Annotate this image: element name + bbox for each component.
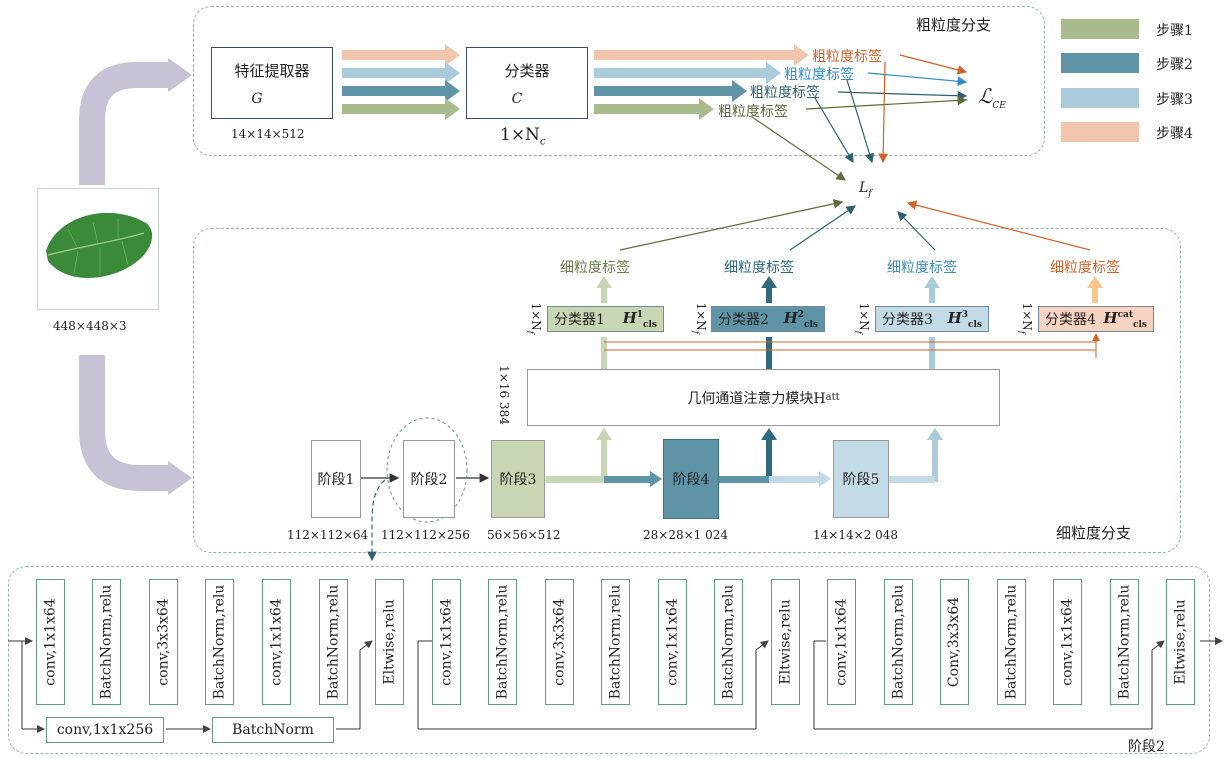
fine-classifier-3: 分类器3 H3cls <box>875 306 989 332</box>
fine-label-2: 细粒度标签 <box>724 260 794 276</box>
s2-block-10: conv,3x3x64 <box>545 579 574 705</box>
fine-classifier-4: 分类器4 Hcatcls <box>1038 306 1154 332</box>
fine-label-1: 细粒度标签 <box>560 260 630 276</box>
s2-block-4: BatchNorm,relu <box>205 579 234 705</box>
input-leaf-image <box>37 188 159 310</box>
coarse-classifier-box: 分类器 C <box>466 47 588 119</box>
s2-block-7: Eltwise,relu <box>375 579 404 705</box>
stage-4: 阶段4 <box>663 439 719 519</box>
stage-2: 阶段2 <box>403 440 455 518</box>
fine-label-3: 细粒度标签 <box>887 260 957 276</box>
stage-5-dim: 14×14×2 048 <box>813 528 899 542</box>
input-dim: 448×448×3 <box>53 319 127 333</box>
legend-swatch-4 <box>1061 122 1139 142</box>
stage2-detail-panel <box>8 566 1210 754</box>
s2-block-11: BatchNorm,relu <box>601 579 630 705</box>
s2-block-5: conv,1x1x64 <box>262 579 291 705</box>
s2-block-17: Conv,3x3x64 <box>940 579 969 705</box>
nf-dim-3: 1×Nf <box>854 302 871 334</box>
extractor-dim: 14×14×512 <box>231 127 305 141</box>
legend-swatch-3 <box>1061 88 1139 108</box>
stage-5: 阶段5 <box>833 440 889 518</box>
stage-1: 阶段1 <box>311 440 361 518</box>
coarse-branch-title: 粗粒度分支 <box>916 16 992 34</box>
feature-extractor-box: 特征提取器 G <box>211 47 333 119</box>
fine-branch-title: 细粒度分支 <box>1056 524 1132 542</box>
attention-dim: 1×16 384 <box>496 365 511 425</box>
classifier-label: 分类器 <box>504 61 550 80</box>
coarse-label-step3: 粗粒度标签 <box>784 67 854 83</box>
s2-block-3: conv,3x3x64 <box>149 579 178 705</box>
fine-label-4: 细粒度标签 <box>1050 260 1120 276</box>
nf-dim-2: 1×Nf <box>691 302 708 334</box>
legend-swatch-1 <box>1061 19 1139 39</box>
legend-swatch-2 <box>1061 53 1139 73</box>
stage-4-dim: 28×28×1 024 <box>643 528 729 542</box>
loss-f: Lf <box>859 180 872 199</box>
shortcut-batchnorm: BatchNorm <box>212 717 334 743</box>
s2-block-15: conv,1x1x64 <box>827 579 856 705</box>
stage-1-dim: 112×112×64 <box>287 528 369 542</box>
stage2-detail-title: 阶段2 <box>1128 739 1165 755</box>
fine-classifier-1: 分类器1 H1cls <box>547 306 664 332</box>
nf-dim-4: 1×Nf <box>1017 302 1034 334</box>
stage-2-dim: 112×112×256 <box>381 528 470 542</box>
s2-block-14: Eltwise,relu <box>771 579 800 705</box>
legend-label-1: 步骤1 <box>1156 23 1193 39</box>
leaf-icon <box>46 212 153 278</box>
nf-dim-1: 1×Nf <box>526 302 543 334</box>
coarse-label-step2: 粗粒度标签 <box>750 85 820 101</box>
s2-block-6: BatchNorm,relu <box>319 579 348 705</box>
stage-3: 阶段3 <box>491 440 545 518</box>
classifier-dim: 1×Nc <box>500 125 546 148</box>
s2-block-16: BatchNorm,relu <box>884 579 913 705</box>
stage2-chain-lines <box>8 637 1223 733</box>
coarse-label-step4: 粗粒度标签 <box>812 49 882 65</box>
extractor-symbol: G <box>251 90 263 107</box>
s2-block-1: conv,1x1x64 <box>36 579 65 705</box>
s2-block-21: Eltwise,relu <box>1166 579 1195 705</box>
s2-block-9: BatchNorm,relu <box>488 579 517 705</box>
s2-block-8: conv,1x1x64 <box>432 579 461 705</box>
legend-label-4: 步骤4 <box>1156 126 1193 142</box>
s2-block-19: conv,1x1x64 <box>1053 579 1082 705</box>
extractor-label: 特征提取器 <box>234 61 310 80</box>
classifier-symbol: C <box>511 90 523 107</box>
s2-block-12: conv,1x1x64 <box>658 579 687 705</box>
loss-ce: ℒCE <box>978 84 1006 111</box>
coarse-flow-arrows <box>342 44 809 120</box>
s2-block-20: BatchNorm,relu <box>1110 579 1139 705</box>
shortcut-conv: conv,1x1x256 <box>46 717 164 743</box>
stage-3-dim: 56×56×512 <box>487 528 561 542</box>
s2-block-2: BatchNorm,relu <box>92 579 121 705</box>
coarse-branch-panel <box>193 6 1045 156</box>
legend-label-2: 步骤2 <box>1156 57 1193 73</box>
coarse-label-step1: 粗粒度标签 <box>718 104 788 120</box>
s2-block-18: BatchNorm,relu <box>997 579 1026 705</box>
s2-block-13: BatchNorm,relu <box>714 579 743 705</box>
fine-branch-panel <box>193 228 1181 553</box>
legend-label-3: 步骤3 <box>1156 92 1193 108</box>
fine-classifier-2: 分类器2 H2cls <box>711 306 825 332</box>
